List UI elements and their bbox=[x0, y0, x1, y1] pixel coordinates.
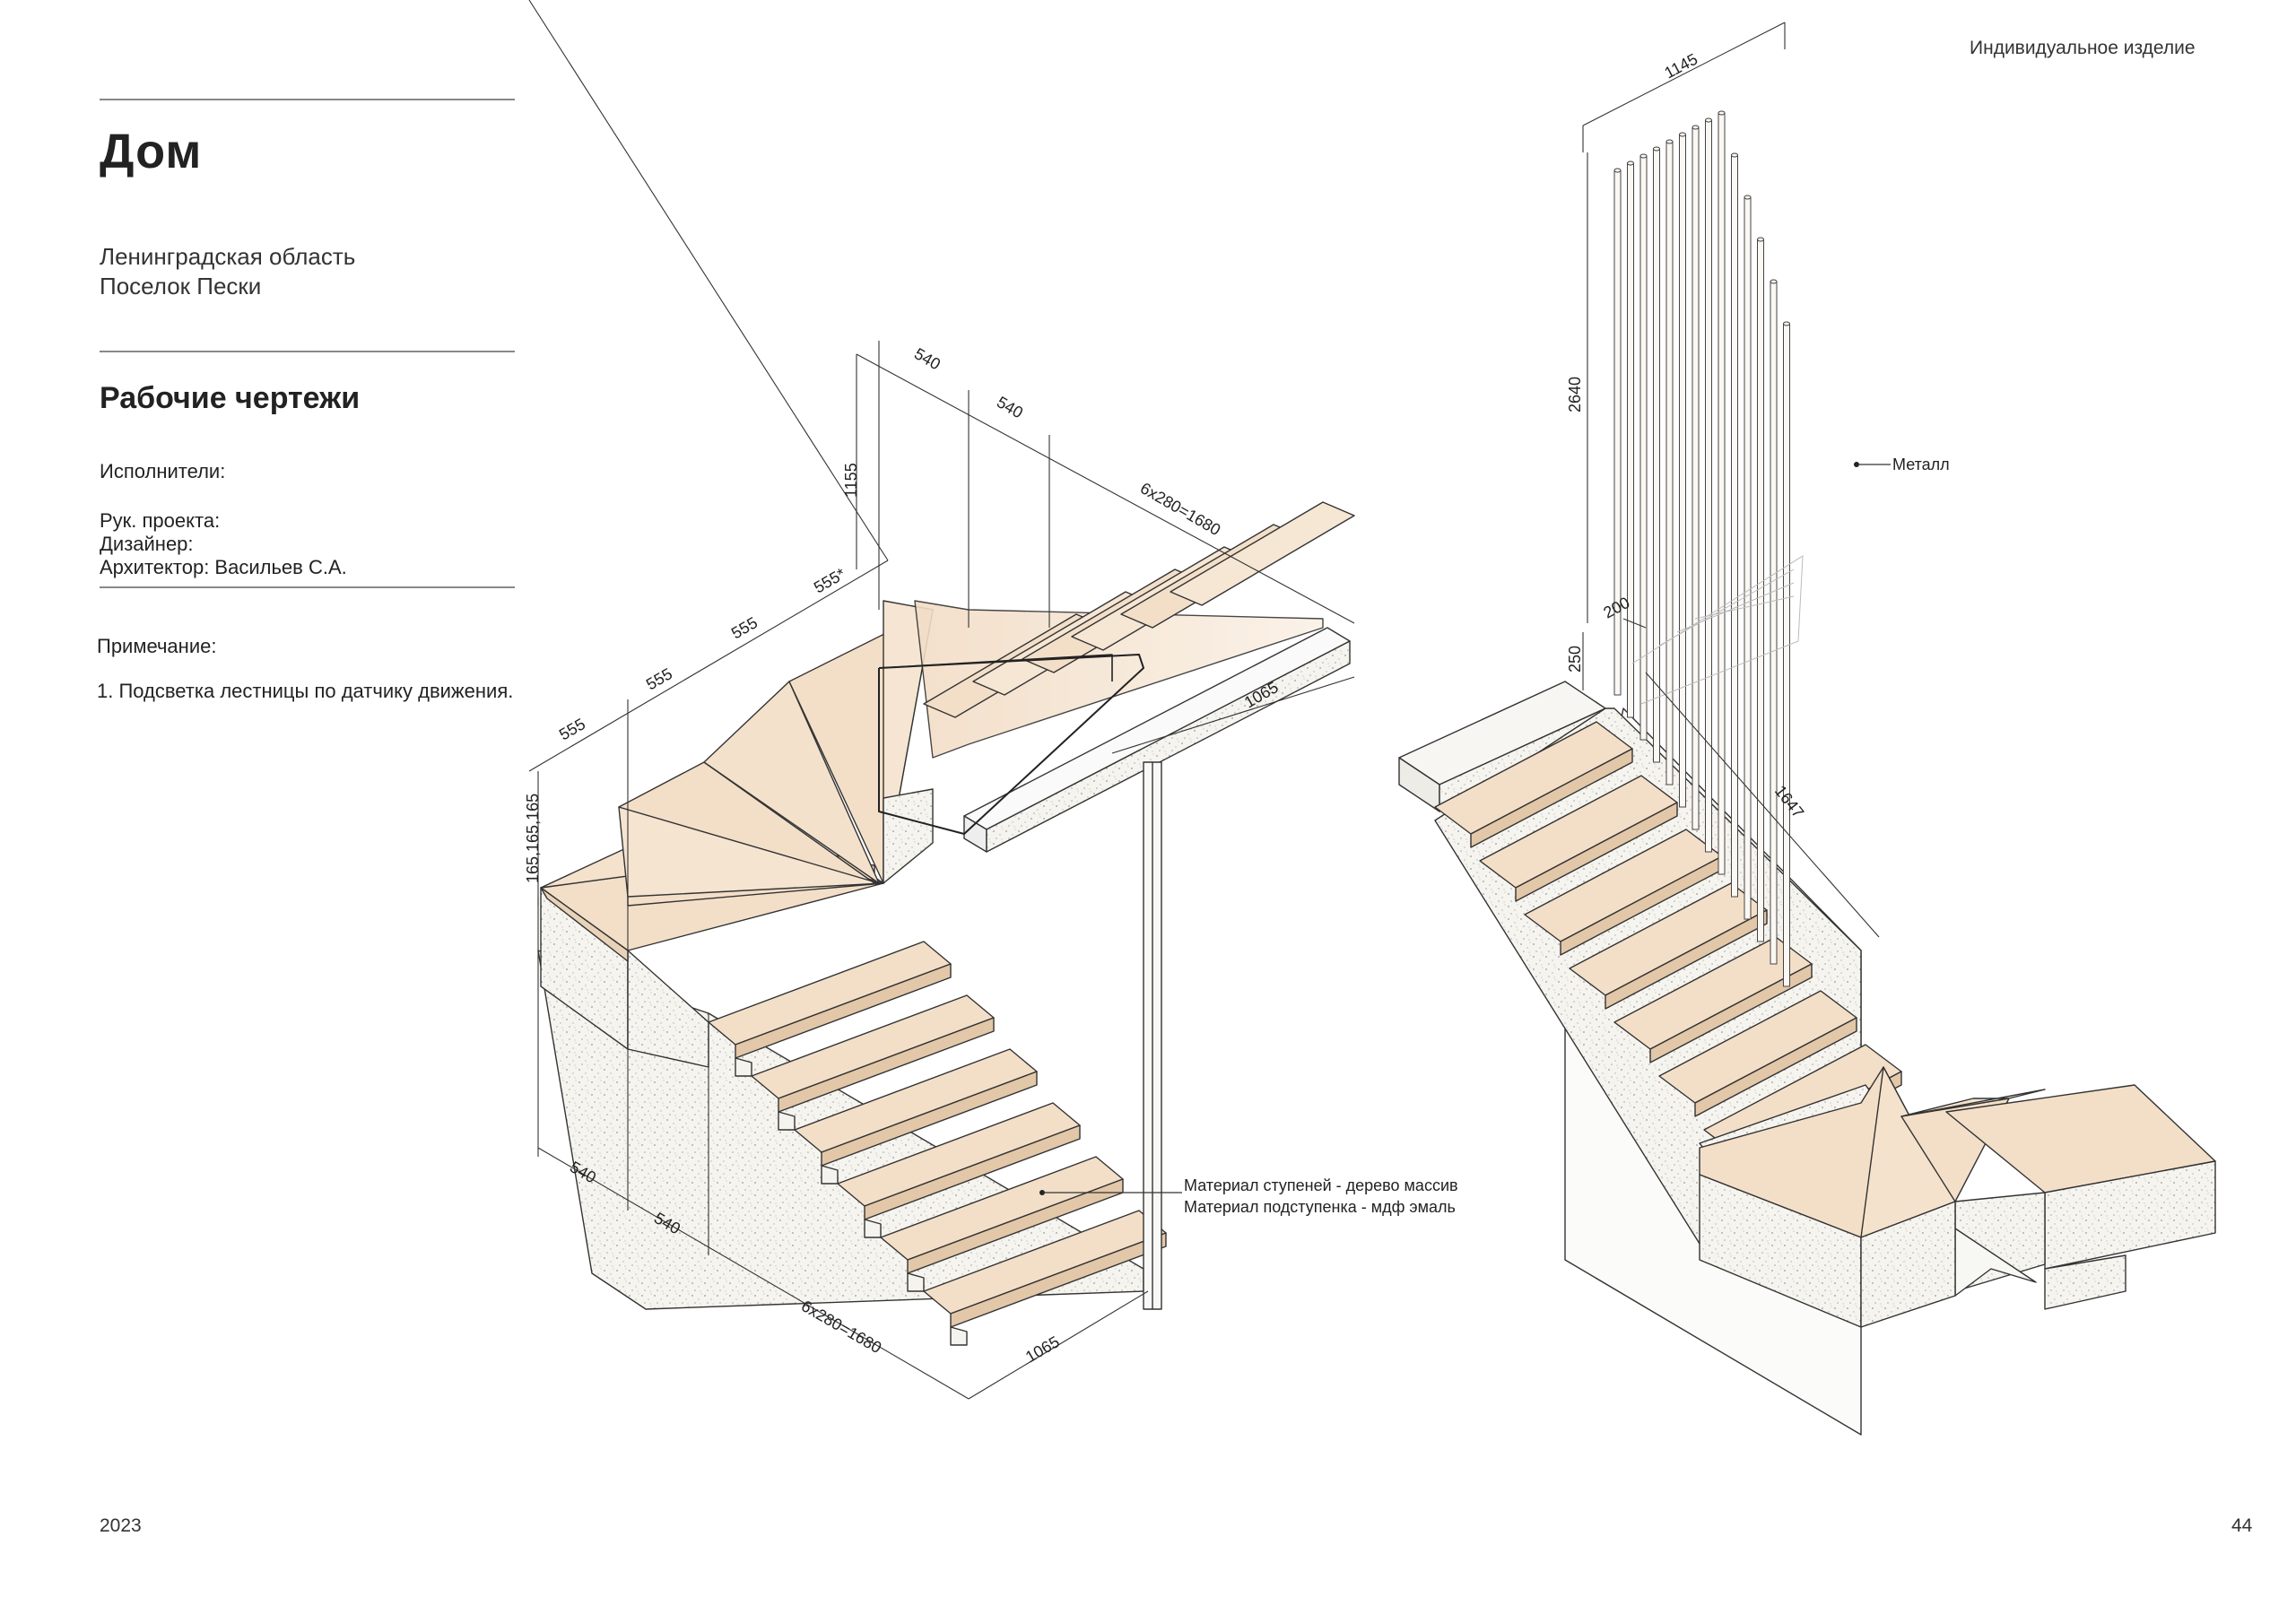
dim-250: 250 bbox=[1566, 646, 1584, 673]
executors-label: Исполнители: bbox=[100, 460, 226, 482]
dim-1145: 1145 bbox=[1661, 50, 1700, 82]
riser bbox=[950, 1326, 968, 1346]
tread-edge bbox=[735, 963, 952, 1059]
baluster-cap bbox=[1757, 237, 1764, 242]
baluster bbox=[1757, 239, 1764, 942]
page-number: 44 bbox=[2231, 1515, 2253, 1536]
dim-555-star: 555* bbox=[811, 565, 848, 597]
dim-555-2: 555 bbox=[643, 664, 675, 693]
baluster-cap bbox=[1679, 132, 1686, 137]
tread-edge bbox=[950, 1232, 1167, 1328]
tread-edge bbox=[1470, 748, 1633, 848]
architect: Архитектор: Васильев С.А. bbox=[100, 556, 347, 578]
location-line-2: Поселок Пески bbox=[100, 273, 262, 299]
baluster-cap bbox=[1613, 168, 1622, 173]
baluster-cap bbox=[1783, 321, 1790, 326]
dim-165: 165,165,165 bbox=[524, 794, 542, 883]
tread-edge bbox=[864, 1124, 1081, 1220]
baluster bbox=[1744, 196, 1752, 920]
material-leader: Материал ступеней - дерево массив Матери… bbox=[1039, 1176, 1458, 1216]
location-line-1: Ленинградская область bbox=[100, 243, 356, 270]
dim-2640: 2640 bbox=[1566, 377, 1584, 412]
right-dimensions bbox=[1582, 22, 1880, 938]
baluster bbox=[1731, 154, 1738, 898]
baluster-cap bbox=[1639, 153, 1648, 159]
footer-year: 2023 bbox=[100, 1515, 142, 1536]
baluster bbox=[1639, 155, 1648, 741]
baluster bbox=[1718, 112, 1726, 875]
baluster-cap bbox=[1692, 125, 1700, 130]
baluster bbox=[1692, 126, 1700, 830]
note-item: 1. Подсветка лестницы по датчику движени… bbox=[97, 680, 514, 702]
note-label: Примечание: bbox=[97, 635, 217, 657]
baluster-cap bbox=[1744, 195, 1752, 200]
dim-1155: 1155 bbox=[842, 463, 860, 498]
dim-top-run: 6x280=1680 bbox=[1137, 479, 1223, 539]
upper-tread bbox=[1170, 501, 1355, 606]
baluster-cap bbox=[1705, 117, 1712, 123]
baluster bbox=[1627, 162, 1634, 718]
baluster bbox=[1665, 141, 1674, 785]
tread-edge bbox=[778, 1017, 995, 1113]
baluster bbox=[1783, 323, 1790, 987]
tread-edge bbox=[1605, 909, 1768, 1010]
material-treads: Материал ступеней - дерево массив bbox=[1184, 1176, 1458, 1194]
section-title: Рабочие чертежи bbox=[100, 381, 361, 415]
baluster-cap bbox=[1627, 161, 1634, 166]
ghost-steps bbox=[1631, 555, 1804, 705]
divider bbox=[100, 586, 515, 588]
left-staircase bbox=[537, 501, 1355, 1346]
location: Ленинградская область Поселок Пески bbox=[100, 242, 355, 301]
material-metal: Металл bbox=[1892, 456, 1950, 473]
tread-edge bbox=[1694, 1017, 1857, 1117]
page-title: Дом bbox=[100, 125, 203, 178]
divider bbox=[100, 351, 515, 352]
right-staircase bbox=[1398, 681, 2216, 1436]
baluster bbox=[1770, 281, 1778, 965]
header-badge: Индивидуальное изделие bbox=[1970, 38, 2196, 58]
baluster bbox=[1679, 134, 1686, 808]
designer: Дизайнер: bbox=[100, 533, 194, 555]
metal-balusters bbox=[1613, 110, 1790, 987]
baluster-cap bbox=[1731, 152, 1738, 158]
left-dimensions bbox=[528, 0, 1355, 1400]
baluster-cap bbox=[1718, 110, 1726, 116]
material-risers: Материал подступенка - мдф эмаль bbox=[1184, 1198, 1456, 1216]
baluster-cap bbox=[1653, 146, 1660, 152]
baluster bbox=[1653, 148, 1660, 763]
metal-leader: Металл bbox=[1854, 456, 1950, 473]
tread-edge bbox=[1649, 963, 1813, 1063]
baluster-cap bbox=[1770, 279, 1778, 284]
dim-1065-bottom: 1065 bbox=[1022, 1332, 1063, 1366]
tread-edge bbox=[821, 1071, 1038, 1167]
dim-540-top-b: 540 bbox=[994, 393, 1026, 421]
baluster-cap bbox=[1665, 139, 1674, 144]
tread-edge bbox=[1515, 802, 1678, 902]
divider bbox=[100, 99, 515, 100]
project-lead: Рук. проекта: bbox=[100, 509, 221, 532]
dim-540-top-a: 540 bbox=[911, 344, 944, 373]
baluster bbox=[1705, 119, 1712, 853]
dim-bottom-run: 6x280=1680 bbox=[798, 1297, 884, 1357]
